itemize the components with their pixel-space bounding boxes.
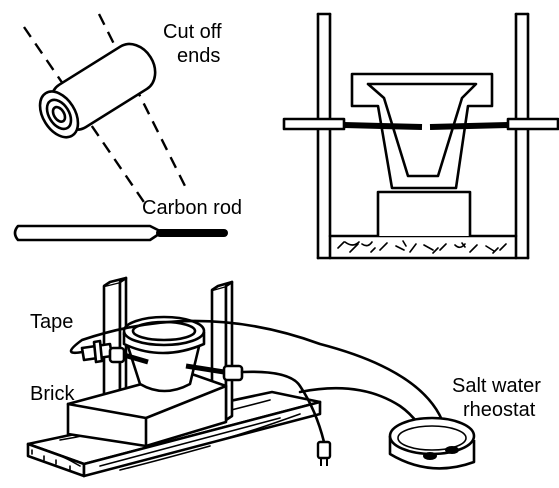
- label-tape: Tape: [30, 311, 73, 333]
- battery-cell-illustration: [23, 13, 190, 209]
- wire-to-plug: [240, 370, 326, 444]
- label-brick: Brick: [30, 383, 75, 405]
- cross-section-electrodes: [282, 117, 559, 131]
- label-rheostat: rheostat: [463, 399, 536, 421]
- power-plug: [316, 440, 332, 466]
- cut-line-right: [97, 13, 190, 193]
- furnace-cross-section: [282, 12, 559, 260]
- label-cut-off: Cut off: [163, 21, 222, 43]
- wire-top: [69, 319, 444, 422]
- carbon-rod-illustration: [13, 224, 228, 242]
- battery-cylinder: [38, 42, 157, 139]
- assembled-furnace: [26, 276, 476, 478]
- salt-water-rheostat: [388, 416, 476, 470]
- sand-texture: [337, 240, 507, 254]
- label-ends: ends: [177, 45, 220, 67]
- label-carbon-rod: Carbon rod: [142, 197, 242, 219]
- label-salt-water: Salt water: [452, 375, 541, 397]
